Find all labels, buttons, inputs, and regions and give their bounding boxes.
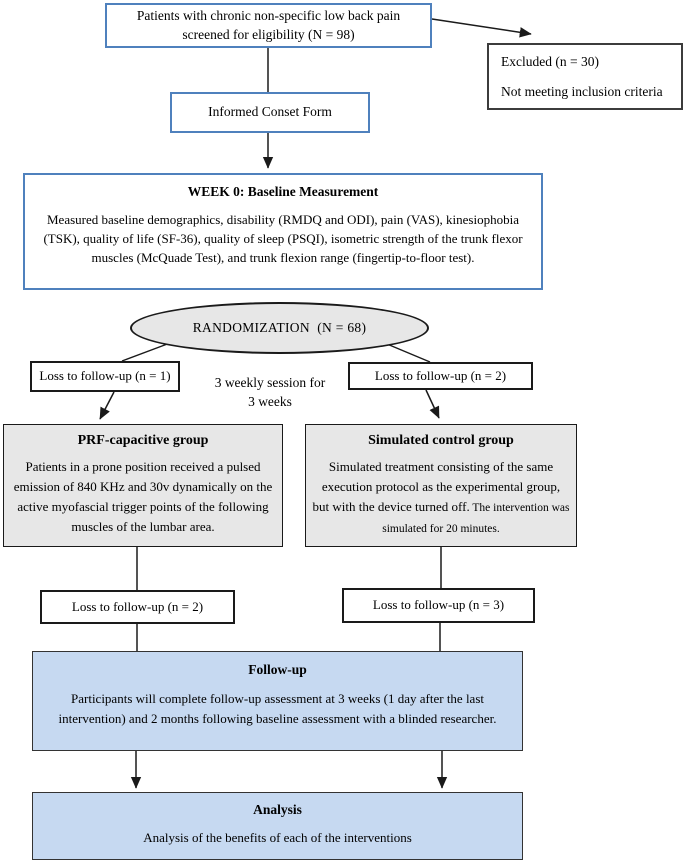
control-group-box: Simulated control group Simulated treatm… — [305, 424, 577, 547]
loss-followup-1-right-box: Loss to follow-up (n = 2) — [348, 362, 533, 390]
loss-followup-2-right-box: Loss to follow-up (n = 3) — [342, 588, 535, 623]
excluded-count: Excluded (n = 30) — [501, 54, 599, 69]
prf-group-box: PRF-capacitive group Patients in a prone… — [3, 424, 283, 547]
control-group-title: Simulated control group — [368, 433, 514, 448]
randomization-text: RANDOMIZATION (N = 68) — [192, 319, 367, 335]
control-group-body-small: The intervention was simulated for 20 mi… — [382, 502, 570, 536]
prf-group-body: Patients in a prone position received a … — [13, 459, 273, 535]
week0-box: WEEK 0: Baseline Measurement Measured ba… — [23, 173, 543, 290]
analysis-body: Analysis of the benefits of each of the … — [143, 829, 412, 845]
week0-body: Measured baseline demographics, disabili… — [43, 211, 523, 265]
loss-followup-2-left-box: Loss to follow-up (n = 2) — [40, 590, 235, 624]
screening-text: Patients with chronic non-specific low b… — [136, 7, 401, 42]
loss-followup-1-left-box: Loss to follow-up (n = 1) — [30, 361, 180, 392]
sessions-note-line1: 3 weekly session for — [214, 375, 326, 390]
loss-followup-2-left-text: Loss to follow-up (n = 2) — [71, 598, 204, 614]
line-randomization-to-loss1-left — [121, 342, 171, 362]
loss-followup-2-right-text: Loss to follow-up (n = 3) — [372, 597, 505, 613]
followup-body: Participants will complete follow-up ass… — [58, 690, 497, 727]
sessions-note: 3 weekly session for 3 weeks — [190, 374, 350, 412]
followup-title: Follow-up — [248, 662, 307, 677]
excluded-box: Excluded (n = 30) Not meeting inclusion … — [487, 43, 683, 110]
loss-followup-1-right-text: Loss to follow-up (n = 2) — [374, 367, 507, 383]
excluded-reason: Not meeting inclusion criteria — [501, 83, 663, 99]
prf-group-title: PRF-capacitive group — [77, 433, 209, 448]
arrow-screening-to-excluded — [431, 18, 532, 38]
control-group-body: Simulated treatment consisting of the sa… — [306, 457, 576, 539]
sessions-note-line2: 3 weeks — [248, 393, 292, 409]
followup-box: Follow-up Participants will complete fol… — [32, 651, 523, 751]
arrow-loss1-to-prf-group — [99, 391, 115, 420]
analysis-title: Analysis — [253, 802, 302, 817]
line-randomization-to-loss1-right — [386, 343, 431, 363]
randomization-ellipse: RANDOMIZATION (N = 68) — [130, 302, 429, 354]
arrow-loss1-to-control-group — [425, 389, 440, 419]
week0-title: WEEK 0: Baseline Measurement — [187, 184, 379, 199]
screening-box: Patients with chronic non-specific low b… — [105, 3, 432, 48]
consent-text: Informed Conset Form — [208, 104, 332, 120]
loss-followup-1-left-text: Loss to follow-up (n = 1) — [39, 368, 171, 384]
consent-box: Informed Conset Form — [170, 92, 370, 133]
analysis-box: Analysis Analysis of the benefits of eac… — [32, 792, 523, 860]
control-group-body-main: Simulated treatment consisting of the sa… — [312, 459, 561, 515]
